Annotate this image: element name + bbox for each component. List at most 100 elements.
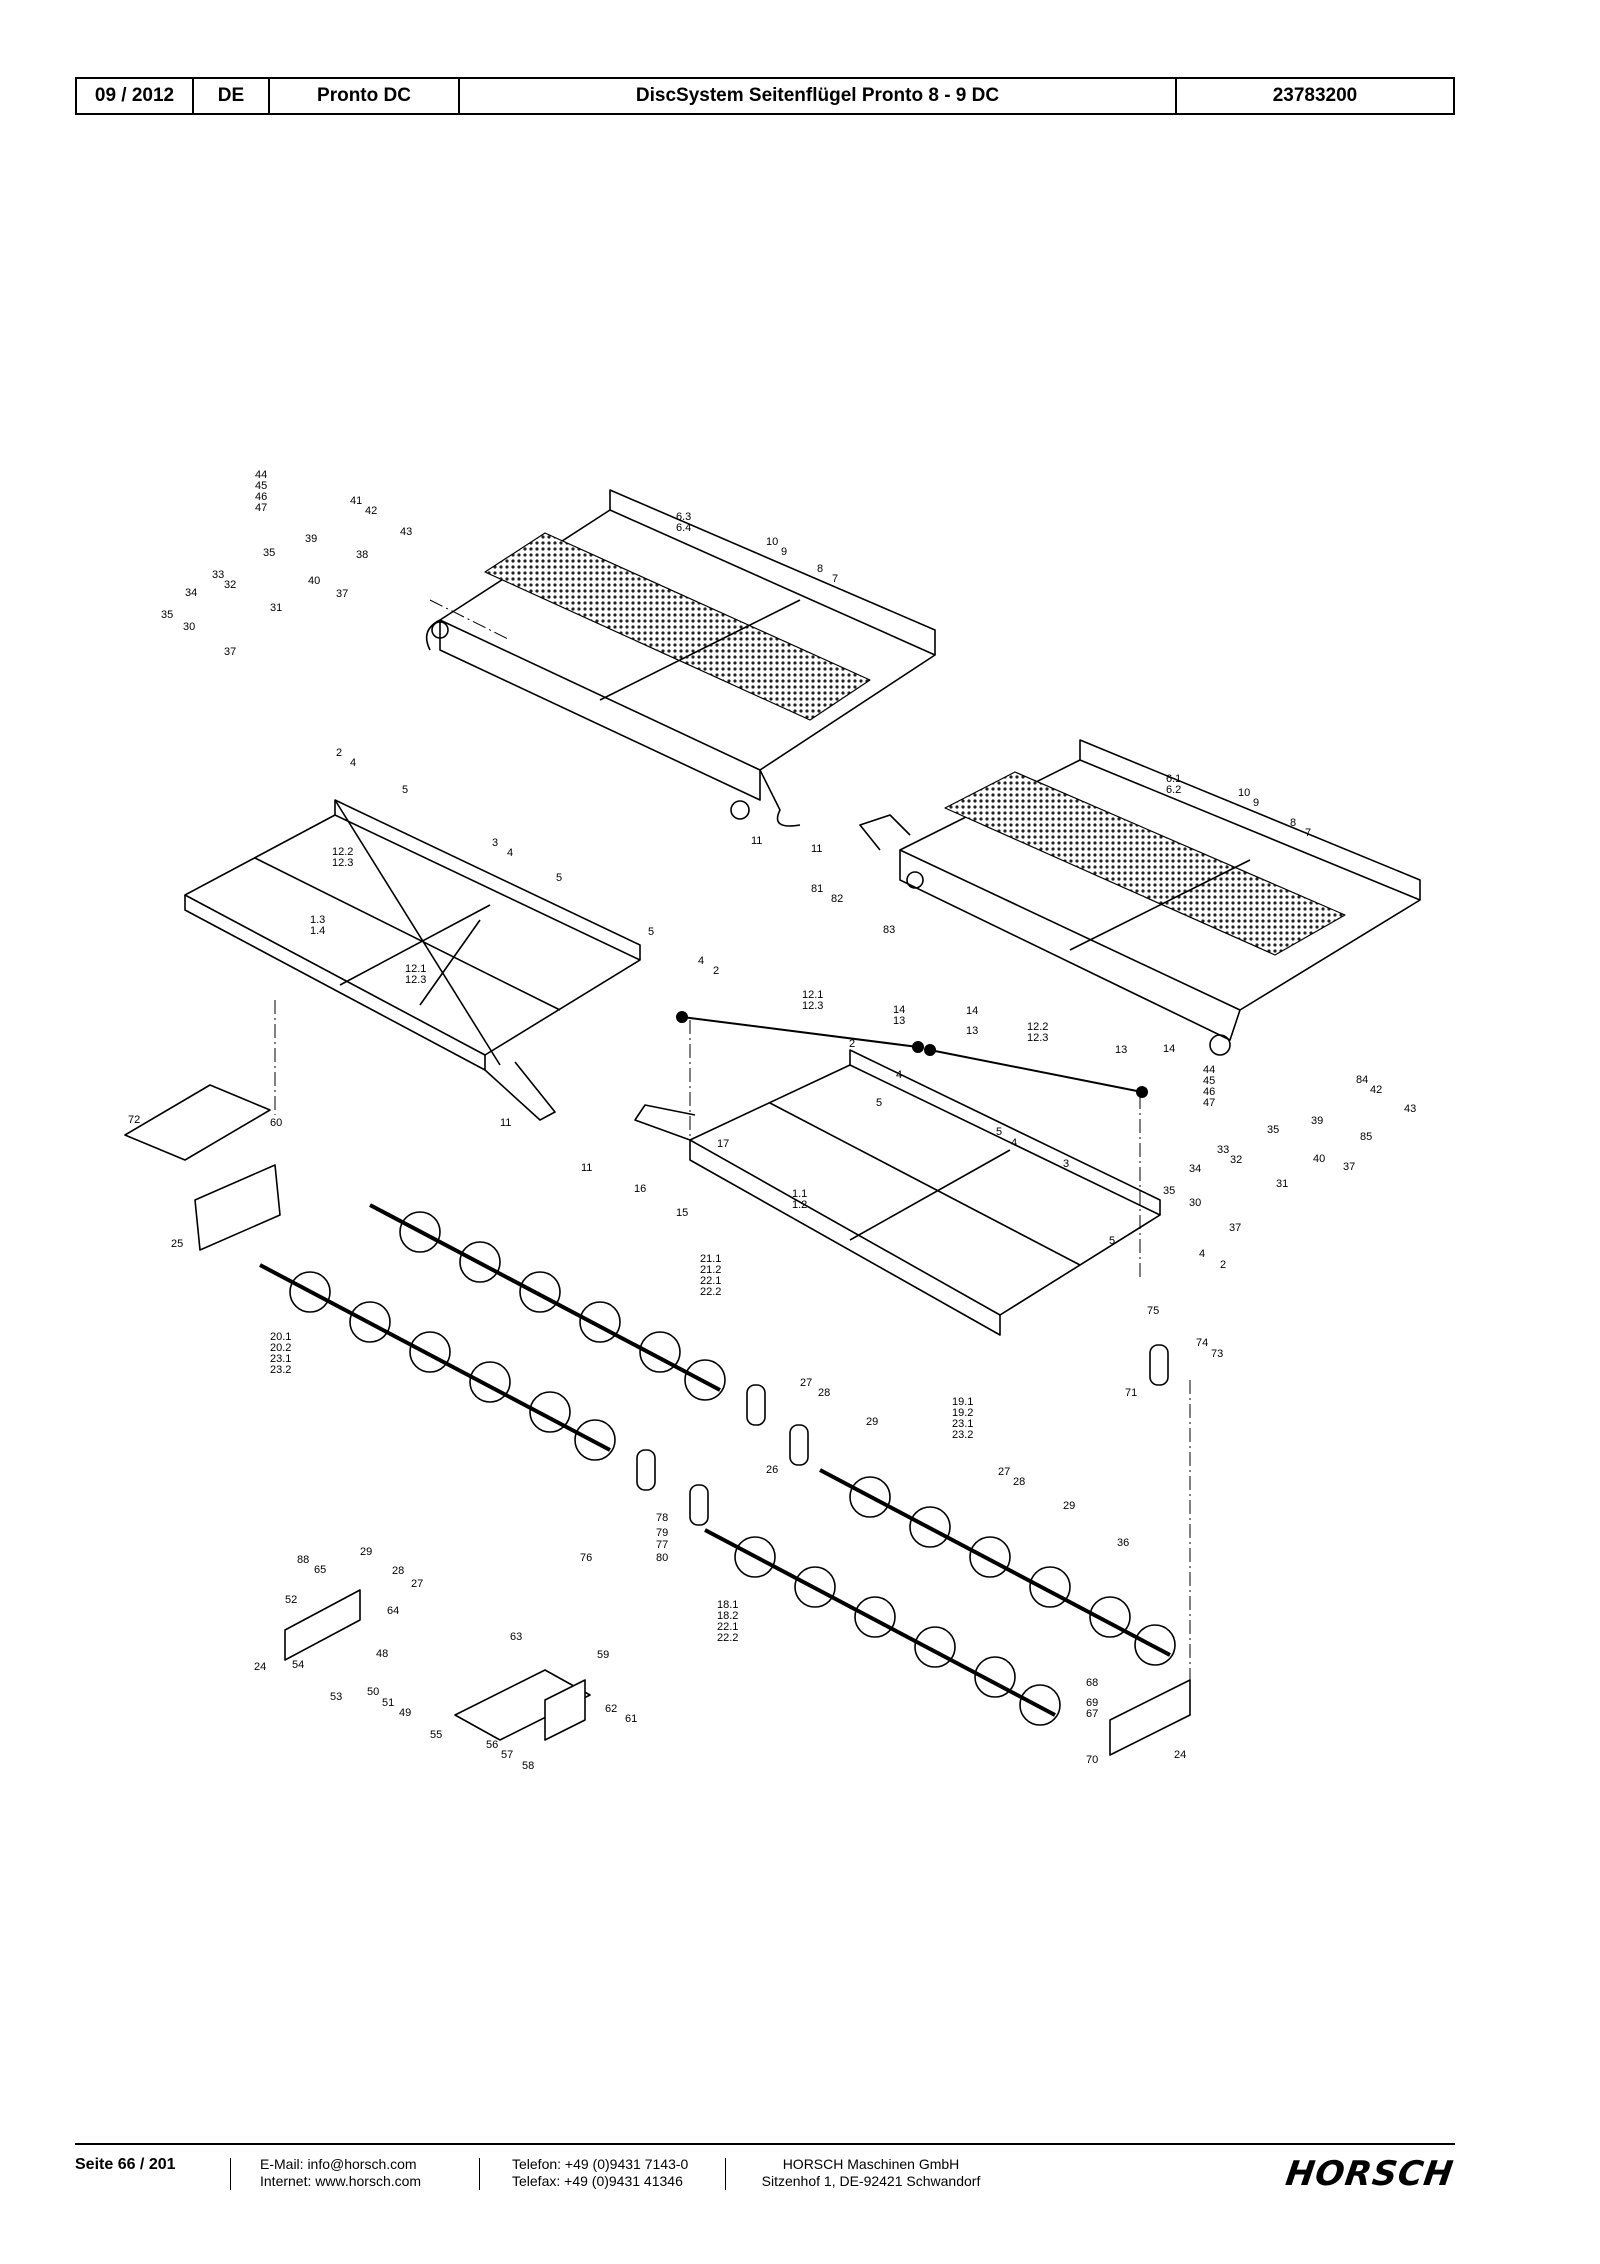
- callout-label: 2: [1220, 1259, 1226, 1271]
- callout-label: 35: [263, 547, 275, 559]
- callout-label: 60: [270, 1117, 282, 1129]
- footer-phone: Telefon: +49 (0)9431 7143-0: [512, 2156, 689, 2172]
- callout-label: 78: [656, 1512, 668, 1524]
- footer-rule: [75, 2143, 1455, 2145]
- callout-label: 28: [1013, 1476, 1025, 1488]
- callout-label: 15: [676, 1207, 688, 1219]
- callout-label: 11: [581, 1162, 592, 1174]
- callout-label: 4: [507, 847, 513, 859]
- callout-label: 33: [1217, 1144, 1229, 1156]
- header-language: DE: [194, 79, 270, 113]
- callout-label: 7: [1305, 827, 1311, 839]
- header-title: DiscSystem Seitenflügel Pronto 8 - 9 DC: [460, 79, 1177, 113]
- callout-label: 74: [1196, 1337, 1208, 1349]
- callout-label: 4: [1011, 1137, 1017, 1149]
- header-table: 09 / 2012 DE Pronto DC DiscSystem Seiten…: [75, 77, 1455, 115]
- callout-label: 34: [1189, 1163, 1201, 1175]
- callout-label: 5: [402, 784, 408, 796]
- callout-label: 14: [893, 1004, 905, 1016]
- assembly-lines: [274, 599, 1191, 1690]
- callout-label: 88: [297, 1554, 309, 1566]
- callout-label: 76: [580, 1552, 592, 1564]
- callout-label: 11: [500, 1117, 511, 1129]
- callout-label: 3: [492, 837, 498, 849]
- horsch-logo: HORSCH: [1282, 2154, 1456, 2194]
- disc-gang-21: [369, 1203, 726, 1401]
- callout-label: 57: [501, 1749, 513, 1761]
- callout-label: 31: [270, 602, 282, 614]
- callout-label: 3: [1063, 1158, 1069, 1170]
- callout-label: 29: [866, 1416, 878, 1428]
- callout-label: 30: [1189, 1197, 1201, 1209]
- callout-label: 37: [336, 588, 348, 600]
- callout-label: 81: [811, 883, 823, 895]
- footer-company: HORSCH Maschinen GmbH Sitzenhof 1, DE-92…: [761, 2156, 981, 2190]
- callout-label: 41: [350, 495, 362, 507]
- callout-label: 2: [713, 965, 719, 977]
- footer-internet: Internet: www.horsch.com: [260, 2173, 422, 2189]
- callout-label: 8: [1290, 817, 1296, 829]
- callout-label: 31: [1276, 1178, 1288, 1190]
- callout-label: 29: [360, 1546, 372, 1558]
- callout-label: 37: [224, 646, 236, 658]
- header-model: Pronto DC: [270, 79, 460, 113]
- side-shield-55: [454, 1669, 591, 1741]
- callout-label: 43: [400, 526, 412, 538]
- callout-label: 54: [292, 1659, 304, 1671]
- footer-contact-phone: Telefon: +49 (0)9431 7143-0 Telefax: +49…: [512, 2156, 688, 2190]
- callout-label: 29: [1063, 1500, 1075, 1512]
- callout-label: 27: [800, 1377, 812, 1389]
- hanger-plates: [636, 1344, 1169, 1526]
- callout-label: 4: [698, 955, 704, 967]
- callout-label: 4: [350, 757, 356, 769]
- callout-label: 33: [212, 569, 224, 581]
- callout-label: 10: [1238, 787, 1250, 799]
- callout-label: 27: [998, 1466, 1010, 1478]
- stabilizer-rods: [676, 1011, 1148, 1098]
- page-number: Seite 66 / 201: [75, 2156, 176, 2173]
- callout-label: 7: [832, 573, 838, 585]
- callout-label: 35: [1267, 1124, 1279, 1136]
- callout-label: 5: [876, 1097, 882, 1109]
- callout-label: 8: [817, 563, 823, 575]
- callout-label: 34: [185, 587, 197, 599]
- callout-label: 43: [1404, 1103, 1416, 1115]
- callout-label: 39: [1311, 1115, 1323, 1127]
- callout-label: 71: [1125, 1387, 1137, 1399]
- callout-label: 4: [1199, 1248, 1205, 1260]
- disc-gang-20: [259, 1263, 616, 1461]
- footer-contact-web: E-Mail: info@horsch.com Internet: www.ho…: [260, 2156, 421, 2190]
- callout-label: 37: [1343, 1161, 1355, 1173]
- callout-label: 9: [1253, 797, 1259, 809]
- callout-label: 63: [510, 1631, 522, 1643]
- callout-label: 37: [1229, 1222, 1241, 1234]
- callout-label: 64: [387, 1605, 399, 1617]
- frame-upper-left: [425, 489, 936, 827]
- deflector-plate-60: [124, 1084, 281, 1251]
- callout-label: 80: [656, 1552, 668, 1564]
- callout-label: 35: [161, 609, 173, 621]
- callout-label: 13: [893, 1015, 905, 1027]
- callout-label: 62: [605, 1703, 617, 1715]
- callout-label: 35: [1163, 1185, 1175, 1197]
- callout-label: 38: [356, 549, 368, 561]
- callout-label: 2: [849, 1038, 855, 1050]
- callout-label: 28: [818, 1387, 830, 1399]
- callout-label: 5: [1109, 1235, 1115, 1247]
- callout-label: 2: [336, 747, 342, 759]
- callout-label: 53: [330, 1691, 342, 1703]
- callout-label: 11: [811, 843, 822, 855]
- bracket-24-right: [1109, 1679, 1191, 1756]
- callout-label: 16: [634, 1183, 646, 1195]
- bracket-64: [284, 1589, 361, 1661]
- callout-label: 30: [183, 621, 195, 633]
- callout-label: 42: [365, 505, 377, 517]
- callout-label: 83: [883, 924, 895, 936]
- footer-separator: [479, 2158, 480, 2190]
